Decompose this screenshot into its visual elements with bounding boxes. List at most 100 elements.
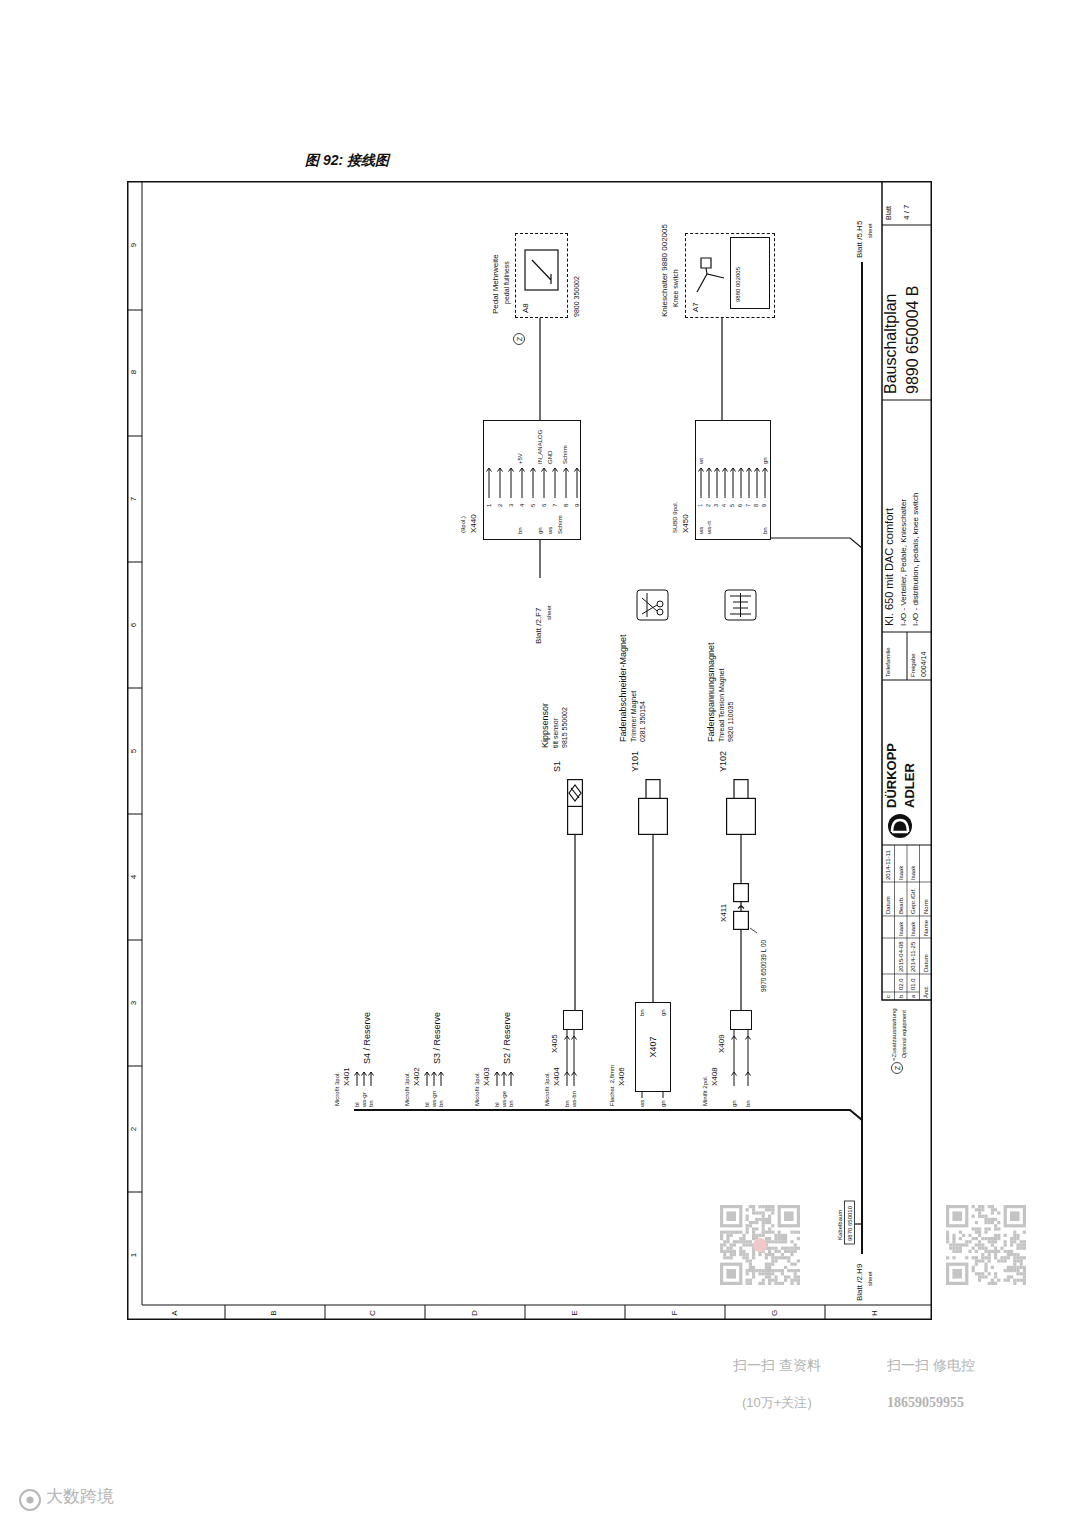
connector-id: X406 (618, 1067, 626, 1086)
qr-code (1010, 1237, 1013, 1240)
qr-code (768, 1208, 771, 1211)
qr-code (1016, 1243, 1019, 1246)
connector-pin (553, 468, 558, 498)
qr-code (991, 1282, 994, 1285)
qr-code (978, 1247, 981, 1250)
qr-code (797, 1282, 800, 1285)
node-heading: Y101 (631, 751, 640, 772)
node-heading: X405 (551, 1034, 559, 1053)
qr-code (765, 1208, 768, 1211)
qr-code (956, 1243, 959, 1246)
qr-code (730, 1234, 733, 1237)
qr-code (994, 1227, 997, 1230)
connector-pin (663, 1092, 664, 1098)
node-text: tilt sensor (552, 718, 559, 748)
qr-code (952, 1243, 955, 1246)
pin-number: 9 (762, 504, 768, 507)
connector-pin (542, 468, 547, 498)
qr-code (749, 1259, 752, 1262)
qr-code (972, 1215, 975, 1218)
node-text: pedal fullness (503, 261, 510, 304)
zone-number: 9 (130, 243, 138, 247)
note-text: =Zusatzausstattung (891, 1008, 897, 1061)
wire-color: bn (368, 1100, 374, 1107)
qr-code (762, 1211, 765, 1214)
qr-code (784, 1234, 787, 1237)
zone-number: 5 (130, 749, 138, 753)
qr-code (1016, 1253, 1019, 1256)
revision-cell: 2014-11-11 (885, 850, 891, 880)
qr-code (991, 1240, 994, 1243)
qr-code (774, 1256, 777, 1259)
qr-code (959, 1243, 962, 1246)
qr-code (949, 1243, 952, 1246)
qr-code (994, 1253, 997, 1256)
qr-code (771, 1259, 774, 1262)
qr-code (1016, 1269, 1019, 1272)
qr-code (988, 1218, 991, 1221)
qr-code (774, 1269, 777, 1272)
watermark: 扫一扫 查资料 (733, 1358, 821, 1372)
qr-code (771, 1279, 774, 1282)
brand-logo (888, 814, 912, 838)
qr-code (968, 1234, 971, 1237)
node-text: Kippsensor (541, 703, 550, 748)
qr-code (762, 1234, 765, 1237)
qr-code (771, 1256, 774, 1259)
qr-code (749, 1269, 752, 1272)
qr-code (749, 1266, 752, 1269)
qr-code (1020, 1263, 1023, 1266)
connector-pin (355, 468, 768, 1098)
qr-code (1000, 1259, 1003, 1262)
node-text: A7 (692, 302, 700, 312)
qr-code (997, 1227, 1000, 1230)
magnet-outline (639, 780, 668, 835)
revision-cell: 02.0 (898, 978, 904, 990)
qr-code (765, 1266, 768, 1269)
trimmer-pictogram (637, 590, 668, 620)
mating-connector: X405 (563, 1010, 583, 1030)
zone-letter: B (270, 1310, 278, 1315)
qr-code (1010, 1240, 1013, 1243)
node-heading: X407 (649, 1036, 658, 1057)
connector-pin (564, 468, 569, 498)
qr-code (742, 1237, 745, 1240)
qr-code (781, 1240, 784, 1243)
connector-id: X408 (711, 1067, 719, 1086)
qr-code (972, 1256, 975, 1259)
node-text: 9815 550002 (561, 707, 568, 748)
qr-code (720, 1237, 723, 1240)
qr-code (1013, 1231, 1016, 1234)
qr-code (723, 1231, 726, 1234)
qr-code (765, 1237, 768, 1240)
qr-code (959, 1250, 962, 1253)
qr-code (778, 1234, 781, 1237)
qr-code (972, 1205, 975, 1208)
connector-pin (495, 1072, 500, 1086)
connector-id: X401 (343, 1067, 351, 1086)
qr-code (736, 1240, 739, 1243)
qr-code (787, 1247, 790, 1250)
qr-code (946, 1231, 949, 1234)
sensor-outline (568, 780, 583, 835)
qr-code (762, 1227, 765, 1230)
zone-number: 1 (130, 1253, 138, 1257)
connector-pin (487, 468, 492, 498)
qr-code (733, 1250, 736, 1253)
qr-code (787, 1256, 790, 1259)
drawing-sheet: Pedal Mehrweitepedal fullnessA89800 3500… (127, 181, 932, 1320)
signal-name: ws (698, 527, 704, 534)
qr-code (975, 1250, 978, 1253)
node-shape (567, 779, 583, 835)
qr-code (726, 1231, 729, 1234)
qr-code (768, 1215, 771, 1218)
qr-code (739, 1240, 742, 1243)
qr-code (984, 1266, 987, 1269)
node-text: Fadenspannungsmagnet (707, 642, 716, 742)
sheet-ref: Blatt /2.F7 (535, 608, 543, 644)
qr-code (778, 1250, 781, 1253)
qr-code (739, 1250, 742, 1253)
qr-code (771, 1272, 774, 1275)
qr-code (720, 1234, 723, 1237)
zone-number: 8 (130, 370, 138, 374)
